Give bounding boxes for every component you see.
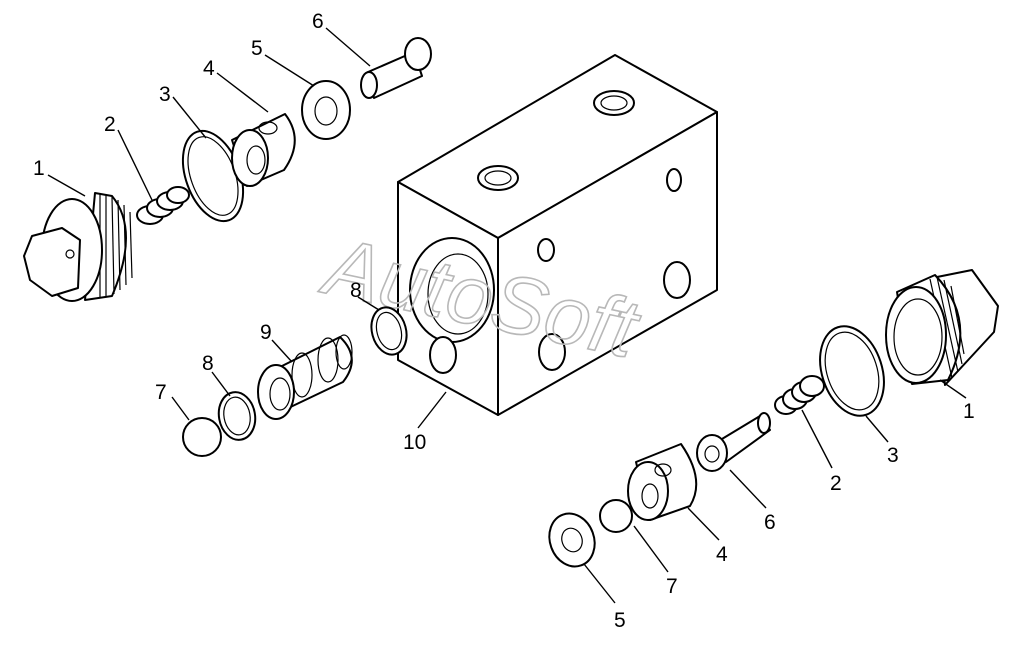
- ball-left: [182, 417, 222, 457]
- callout-8-upper: 8: [350, 279, 362, 302]
- valve-housing-block: [397, 54, 718, 416]
- callout-labels: 1 2 3 4 5 6 7 8 9 8 10 1 3 2 6 4 7 5: [33, 10, 975, 632]
- callout-4-left: 4: [203, 57, 215, 80]
- callout-2-left: 2: [104, 113, 116, 136]
- callout-2-right: 2: [830, 472, 842, 495]
- pin-left: [360, 37, 432, 99]
- callout-10: 10: [403, 431, 426, 454]
- callout-5-right: 5: [614, 609, 626, 632]
- plug-right: [885, 269, 999, 386]
- callout-4-right: 4: [716, 543, 728, 566]
- callout-5-left: 5: [251, 37, 263, 60]
- ball-right: [599, 499, 633, 533]
- o-ring-right: [819, 325, 885, 417]
- valve-cup-right: [627, 443, 698, 521]
- plug-left: [23, 192, 133, 302]
- callout-7-right: 7: [666, 575, 678, 598]
- leader-lines: [47, 27, 967, 604]
- callout-6-right: 6: [764, 511, 776, 534]
- callout-1-right: 1: [963, 400, 975, 423]
- callout-3-left: 3: [159, 83, 171, 106]
- valve-cup-left: [231, 113, 296, 187]
- callout-6-left: 6: [312, 10, 324, 33]
- o-ring-small-lower: [217, 391, 257, 441]
- callout-7-left: 7: [155, 381, 167, 404]
- washer-right: [548, 512, 596, 568]
- callout-8-lower: 8: [202, 352, 214, 375]
- o-ring-small-upper: [370, 306, 408, 356]
- pin-right: [696, 412, 771, 472]
- callout-9: 9: [260, 321, 272, 344]
- callout-3-right: 3: [887, 444, 899, 467]
- spring-right: [774, 375, 825, 415]
- callout-1-left: 1: [33, 157, 45, 180]
- spring-left: [136, 186, 190, 225]
- washer-left: [301, 80, 351, 140]
- spool-valve: [257, 334, 353, 420]
